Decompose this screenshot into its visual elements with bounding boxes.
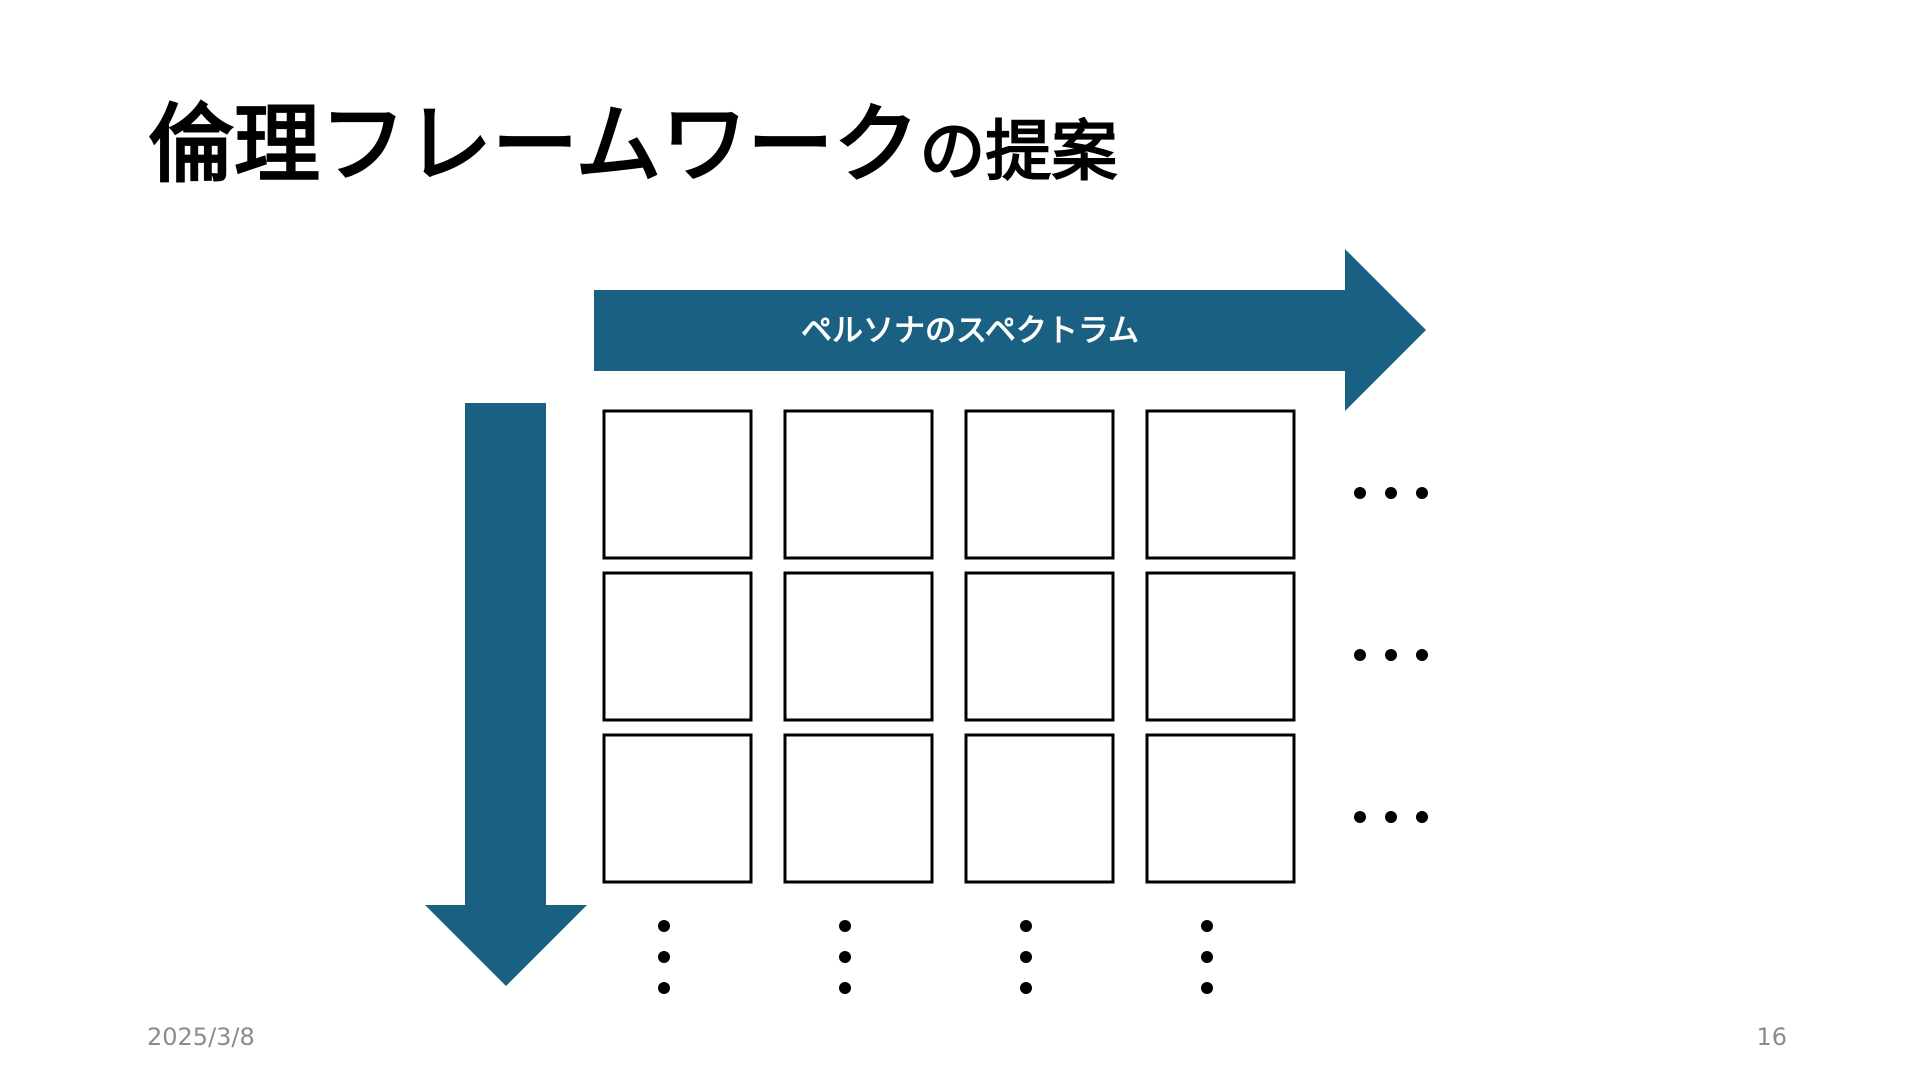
column-continuation-1	[658, 920, 670, 994]
slide-date: 2025/3/8	[147, 1023, 255, 1051]
persona-spectrum-arrow	[594, 249, 1426, 411]
grid-cell-r3-c1	[602, 733, 753, 884]
slide-page-number: 16	[1756, 1023, 1787, 1051]
persona-grid	[602, 409, 1296, 884]
title-main: 倫理フレームワーク	[148, 95, 920, 195]
grid-cell-r2-c3	[964, 571, 1115, 722]
grid-cell-r2-c4	[1145, 571, 1296, 722]
row-continuation-dots	[1354, 487, 1428, 823]
vertical-axis-arrow	[425, 403, 587, 986]
title-sub: の提案	[919, 113, 1118, 190]
grid-cell-r3-c2	[783, 733, 934, 884]
column-continuation-2	[839, 920, 851, 994]
grid-cell-r1-c3	[964, 409, 1115, 560]
grid-cell-r1-c2	[783, 409, 934, 560]
grid-cell-r1-c1	[602, 409, 753, 560]
row-continuation-2	[1354, 649, 1428, 661]
persona-spectrum-label: ペルソナのスペクトラム	[801, 313, 1139, 349]
slide-title: 倫理フレームワークの提案	[148, 102, 1117, 188]
grid-cell-r2-c1	[602, 571, 753, 722]
grid-cell-r3-c3	[964, 733, 1115, 884]
row-continuation-3	[1354, 811, 1428, 823]
column-continuation-4	[1201, 920, 1213, 994]
row-continuation-1	[1354, 487, 1428, 499]
grid-cell-r1-c4	[1145, 409, 1296, 560]
column-continuation-dots	[658, 920, 1213, 994]
grid-cell-r2-c2	[783, 571, 934, 722]
column-continuation-3	[1020, 920, 1032, 994]
grid-cell-r3-c4	[1145, 733, 1296, 884]
